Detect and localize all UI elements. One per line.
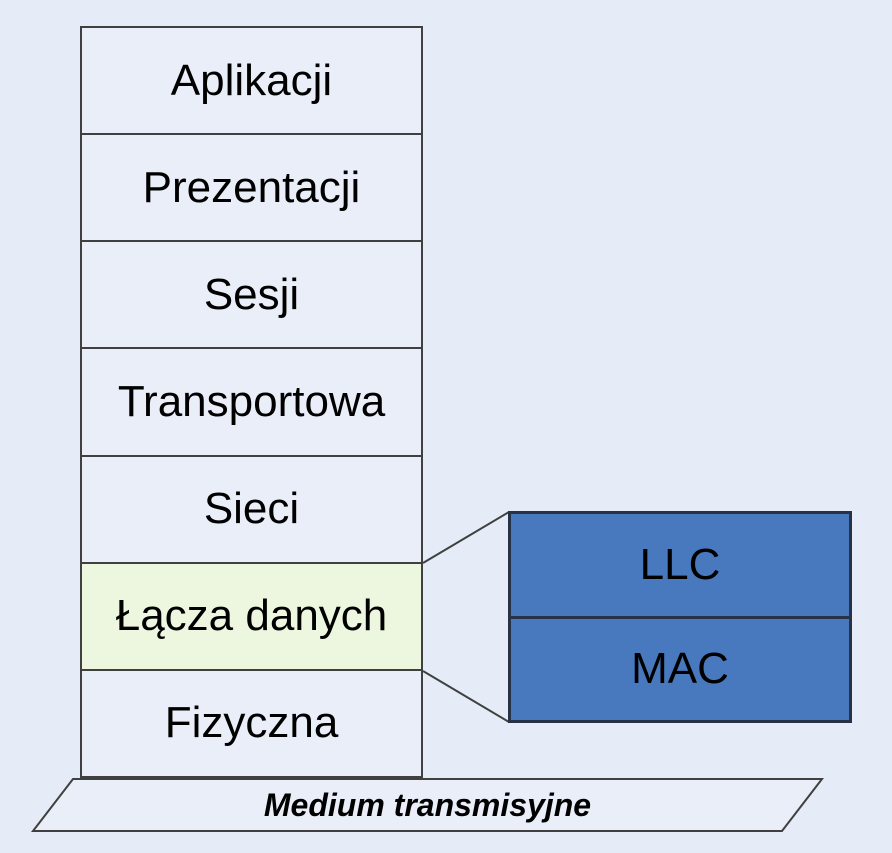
connector-bottom-line [422, 670, 510, 723]
layer-aplikacji: Aplikacji [80, 26, 423, 136]
sublayer-llc: LLC [508, 511, 852, 619]
layer-fizyczna: Fizyczna [80, 668, 423, 778]
layer-prezentacji: Prezentacji [80, 133, 423, 243]
sublayer-label: MAC [631, 644, 729, 694]
osi-layer-stack: Aplikacji Prezentacji Sesji Transportowa… [80, 26, 423, 778]
layer-sieci: Sieci [80, 454, 423, 564]
layer-sesji: Sesji [80, 240, 423, 350]
datalink-sublayer-group: LLC MAC [508, 511, 852, 723]
transmission-medium-shape [30, 778, 825, 832]
layer-label: Transportowa [117, 376, 386, 426]
sublayer-mac: MAC [508, 615, 852, 723]
connector-top-line [422, 511, 510, 564]
layer-label: Łącza danych [115, 591, 388, 641]
layer-label: Sesji [203, 269, 300, 319]
sublayer-label: LLC [639, 539, 721, 589]
layer-label: Prezentacji [142, 162, 361, 212]
layer-label: Sieci [203, 484, 300, 534]
layer-lacza-danych: Łącza danych [80, 561, 423, 671]
layer-label: Aplikacji [170, 55, 333, 105]
layer-transportowa: Transportowa [80, 347, 423, 457]
layer-label: Fizyczna [164, 698, 339, 748]
transmission-medium-label: Medium transmisyjne [263, 787, 592, 823]
